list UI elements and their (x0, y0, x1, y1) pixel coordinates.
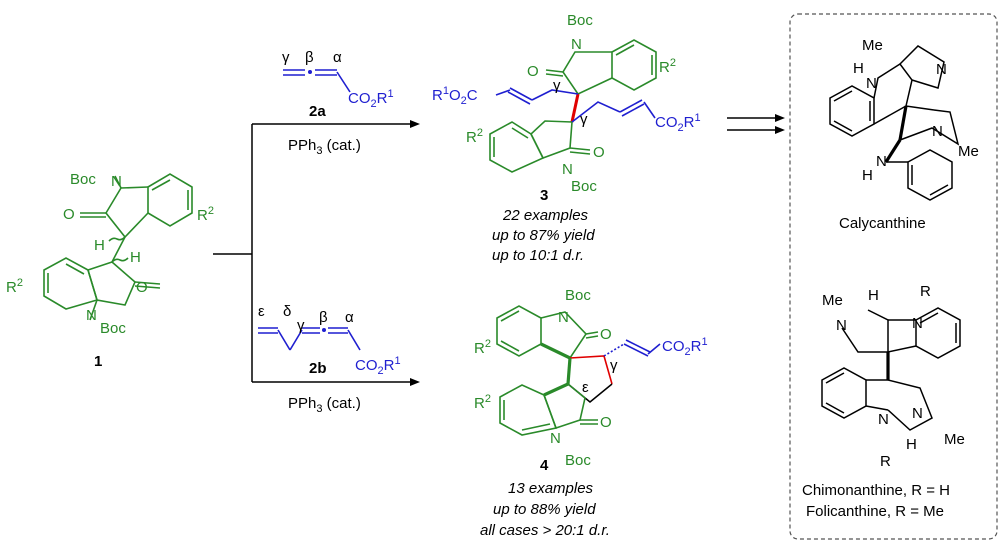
substrate-1-label: 1 (94, 353, 102, 370)
product-3-gamma-top: γ (553, 77, 561, 94)
product-4-ester: CO2R1 (662, 336, 708, 358)
allene-2b-ester: CO2R1 (355, 355, 401, 377)
product-4-r2-top: R2 (474, 338, 491, 357)
calycanthine-name: Calycanthine (839, 215, 926, 232)
product-3-r2-top: R2 (659, 57, 676, 76)
allene-2a-label: 2a (309, 103, 326, 120)
substrate-1-o-bottom: O (136, 279, 148, 296)
product-3-ester-right: CO2R1 (655, 112, 701, 134)
product-3-boc-bottom: Boc (571, 178, 597, 195)
chimonanthine-me-left: Me (822, 292, 843, 309)
chimonanthine-n-top: N (912, 315, 923, 332)
chimonanthine-structure (821, 307, 961, 431)
allene-2b-epsilon: ε (258, 303, 265, 320)
product-4-gamma: γ (610, 357, 618, 374)
calycanthine-n-top: N (936, 61, 947, 78)
substrate-1-boc-bottom: Boc (100, 320, 126, 337)
product-4-boc-bottom: Boc (565, 452, 591, 469)
allene-2b-alpha: α (345, 309, 354, 326)
product-4-structure (496, 305, 661, 436)
calycanthine-h-top: H (853, 60, 864, 77)
allene-2b-structure (258, 327, 361, 351)
product-3-boc-top: Boc (567, 12, 593, 29)
substrate-1-h-top: H (94, 237, 105, 254)
calycanthine-structure (829, 45, 960, 201)
chimonanthine-n-bottom: N (878, 411, 889, 428)
substrate-1-n-bottom: N (86, 307, 97, 324)
calycanthine-n-right: N (932, 123, 943, 140)
calycanthine-n-left: N (866, 75, 877, 92)
allene-2b-delta: δ (283, 303, 291, 320)
allene-2a-gamma: γ (282, 49, 290, 66)
substrate-1-o-top: O (63, 206, 75, 223)
substrate-1-boc-top: Boc (70, 171, 96, 188)
product-3-stat-examples: 22 examples (502, 207, 589, 224)
catalyst-top: PPh3 (cat.) (288, 137, 361, 157)
product-3-gamma-bottom: γ (580, 111, 588, 128)
catalyst-bottom: PPh3 (cat.) (288, 395, 361, 415)
chimonanthine-h-bottom: H (906, 436, 917, 453)
product-4-n-bottom: N (550, 430, 561, 447)
allene-2a-alpha: α (333, 49, 342, 66)
substrate-1-r2-right: R2 (197, 205, 214, 224)
substrate-1-n-top: N (111, 173, 122, 190)
product-4-o-bottom: O (600, 414, 612, 431)
product-3-structure (489, 39, 657, 173)
substrate-1-structure (43, 173, 193, 321)
chimonanthine-me-right: Me (944, 431, 965, 448)
product-4-epsilon: ε (582, 379, 589, 396)
product-3-label: 3 (540, 187, 548, 204)
product-4-stat-yield: up to 88% yield (493, 501, 596, 518)
allene-2a-structure (283, 69, 351, 93)
chimonanthine-n-left: N (836, 317, 847, 334)
allene-2b-gamma: γ (297, 317, 305, 334)
product-3-stat-yield: up to 87% yield (492, 227, 595, 244)
product-3-o-bottom: O (593, 144, 605, 161)
product-3-n-top: N (571, 36, 582, 53)
product-4-label: 4 (540, 457, 549, 474)
product-3-o-top: O (527, 63, 539, 80)
calycanthine-n-bottom: N (876, 153, 887, 170)
allene-2a-beta: β (305, 49, 314, 66)
product-4-stat-dr: all cases > 20:1 d.r. (480, 522, 610, 539)
product-3-r2-bottom: R2 (466, 127, 483, 146)
product-3-ester-left: R1O2C (432, 85, 478, 107)
chimonanthine-r-bottom: R (880, 453, 891, 470)
chimonanthine-r-top: R (920, 283, 931, 300)
substrate-1-h-bottom: H (130, 249, 141, 266)
chimonanthine-h-top: H (868, 287, 879, 304)
folicanthine-caption: Folicanthine, R = Me (806, 503, 944, 520)
chimonanthine-n-right: N (912, 405, 923, 422)
product-4-n-top: N (558, 309, 569, 326)
product-4-r2-bottom: R2 (474, 393, 491, 412)
calycanthine-me-right: Me (958, 143, 979, 160)
natural-products-frame (789, 13, 998, 540)
calycanthine-me-top: Me (862, 37, 883, 54)
allene-2a-ester: CO2R1 (348, 88, 394, 110)
allene-2b-beta: β (319, 309, 328, 326)
product-3-stat-dr: up to 10:1 d.r. (492, 247, 584, 264)
product-4-boc-top: Boc (565, 287, 591, 304)
product-3-n-bottom: N (562, 161, 573, 178)
calycanthine-h-bottom: H (862, 167, 873, 184)
product-4-stat-examples: 13 examples (508, 480, 594, 497)
substrate-1-r2-left: R2 (6, 277, 23, 296)
branching-arrows (213, 114, 785, 386)
allene-2b-label: 2b (309, 360, 327, 377)
chimonanthine-caption: Chimonanthine, R = H (802, 482, 950, 499)
product-4-o-top: O (600, 326, 612, 343)
